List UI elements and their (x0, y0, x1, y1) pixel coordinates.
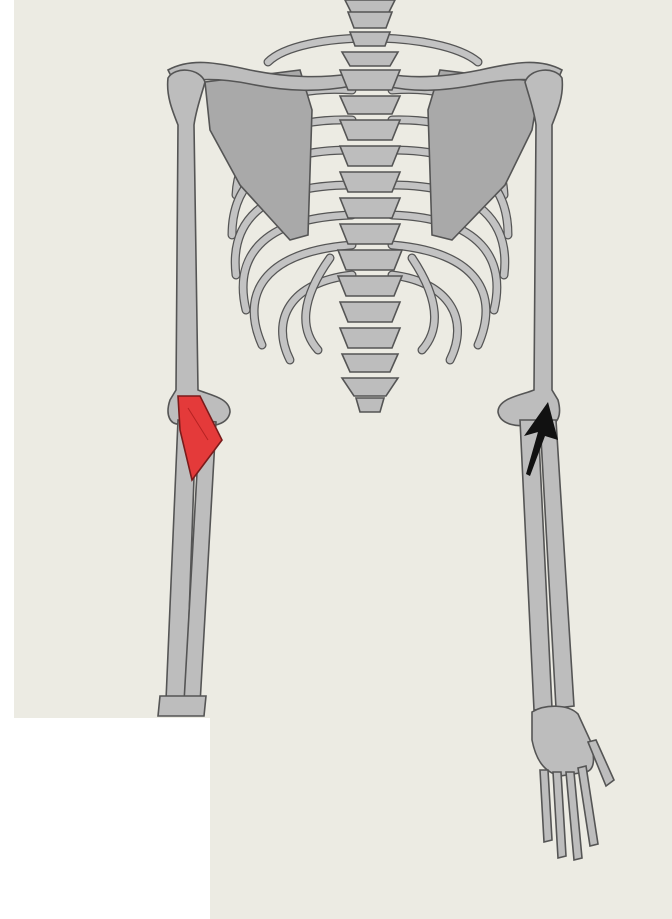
radius-ulna-left (158, 420, 216, 716)
spine (338, 12, 402, 412)
radius-ulna-right (520, 420, 574, 710)
hand-right (532, 706, 614, 860)
blank-corner-panel (0, 718, 210, 919)
